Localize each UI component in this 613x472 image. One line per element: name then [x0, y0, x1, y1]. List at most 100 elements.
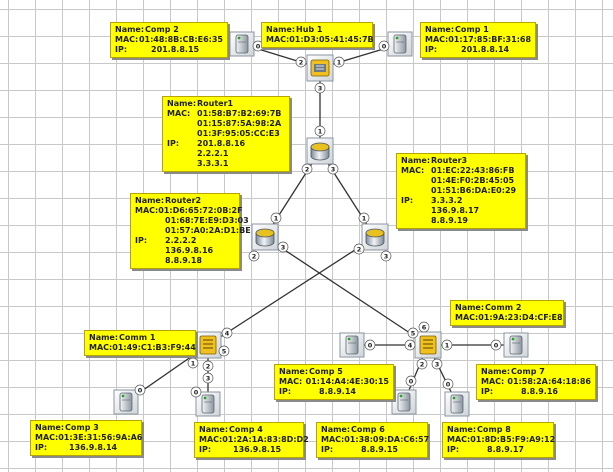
link-router3-comm1: [207, 236, 376, 346]
label-comm2: Name:Comm 2 MAC:01:9A:23:D4:CF:E8: [450, 300, 564, 326]
port-comm2-e: 2: [416, 358, 428, 370]
svg-text:1: 1: [445, 341, 450, 349]
port-comp8: 0: [442, 378, 454, 390]
port-comm2-a: 6: [418, 321, 430, 333]
switch-icon: [419, 335, 437, 355]
port-comp5: 0: [364, 339, 376, 351]
computer-icon: [397, 392, 411, 412]
svg-text:4: 4: [225, 329, 230, 337]
comp2-node[interactable]: [229, 31, 255, 57]
port-router1-c: 3: [327, 163, 339, 175]
svg-text:5: 5: [222, 347, 227, 355]
comp3-node[interactable]: [113, 389, 139, 415]
svg-text:1: 1: [274, 214, 279, 222]
port-comm1-e: 3: [202, 372, 214, 384]
svg-text:3: 3: [206, 374, 211, 382]
label-router2: Name:Router2 MAC:01:D6:65:72:0B:2F 01:68…: [130, 193, 251, 269]
router1-node[interactable]: [306, 137, 334, 165]
svg-text:0: 0: [409, 377, 414, 385]
svg-text:3: 3: [384, 252, 389, 260]
port-router2-b: 2: [248, 250, 260, 262]
router-icon: [365, 228, 385, 247]
hub-icon: [310, 59, 330, 77]
svg-text:0: 0: [194, 388, 199, 396]
port-comm1-a: 4: [221, 327, 233, 339]
port-router2-a: 1: [270, 212, 282, 224]
svg-text:3: 3: [331, 165, 336, 173]
svg-text:2: 2: [252, 252, 257, 260]
svg-text:3: 3: [435, 360, 440, 368]
port-hub1-c: 3: [314, 82, 326, 94]
label-comp3: Name:Comp 3 MAC:01:3E:31:56:9A:A6 IP:136…: [30, 420, 142, 456]
label-comp5: Name:Comp 5 MAC:01:14:A4:4E:30:15 IP:8.8…: [274, 364, 394, 400]
port-badges: 0 0 2 1 3 1 2 3 1 2 3 1 2 3 4 5 1 2 3 0 …: [134, 40, 502, 398]
svg-text:0: 0: [446, 380, 451, 388]
svg-text:1: 1: [191, 359, 196, 367]
port-hub1-b: 1: [333, 56, 345, 68]
comp1-node[interactable]: [387, 31, 413, 57]
link-router2-comm2: [264, 236, 429, 346]
port-router3-a: 1: [358, 212, 370, 224]
router-icon: [310, 142, 330, 161]
svg-text:0: 0: [368, 341, 373, 349]
svg-text:0: 0: [494, 341, 499, 349]
svg-text:0: 0: [138, 386, 143, 394]
computer-icon: [345, 335, 359, 355]
port-comp6: 0: [405, 375, 417, 387]
router2-node[interactable]: [251, 223, 279, 251]
svg-text:3: 3: [281, 243, 286, 251]
router3-node[interactable]: [361, 223, 389, 251]
label-router1: Name:Router1 MAC:01:58:B7:B2:69:7B 01:15…: [162, 96, 290, 172]
comm2-node[interactable]: [414, 331, 442, 359]
computer-icon: [450, 394, 464, 414]
port-comm2-b: 5: [407, 327, 419, 339]
port-comp1: 0: [378, 40, 390, 52]
svg-text:0: 0: [382, 42, 387, 50]
port-router3-c: 3: [380, 250, 392, 262]
port-comm2-f: 3: [431, 358, 443, 370]
comp4-node[interactable]: [195, 391, 221, 417]
label-comp4: Name:Comp 4 MAC:01:2A:1A:83:8D:D2 IP:136…: [194, 422, 309, 458]
port-router1-b: 2: [301, 163, 313, 175]
comp8-node[interactable]: [444, 391, 470, 417]
port-comp4: 0: [190, 386, 202, 398]
computer-icon: [235, 34, 249, 54]
comm1-node[interactable]: [194, 331, 222, 359]
svg-text:2: 2: [305, 165, 310, 173]
port-router2-c: 3: [277, 241, 289, 253]
svg-text:4: 4: [408, 341, 413, 349]
svg-text:0: 0: [256, 42, 261, 50]
label-comp1: Name:Comp 1 MAC:01:17:85:BF:31:68 IP:201…: [420, 22, 536, 58]
port-comp7: 0: [490, 339, 502, 351]
label-hub1: Name:Hub 1 MAC:01:D3:05:41:45:7B: [261, 22, 374, 48]
switch-icon: [199, 335, 217, 355]
comp7-node[interactable]: [503, 332, 529, 358]
label-router3: Name:Router3 MAC:01:EC:22:43:86:FB 01:4E…: [396, 153, 526, 229]
svg-text:3: 3: [318, 84, 323, 92]
computer-icon: [201, 394, 215, 414]
comp5-node[interactable]: [339, 332, 365, 358]
port-comm2-d: 1: [441, 339, 453, 351]
svg-text:2: 2: [420, 360, 425, 368]
hub1-node[interactable]: [306, 54, 334, 82]
svg-text:6: 6: [422, 323, 427, 331]
computer-icon: [509, 335, 523, 355]
port-router1-a: 1: [314, 125, 326, 137]
port-router3-b: 2: [353, 243, 365, 255]
port-comm1-b: 5: [218, 345, 230, 357]
svg-text:1: 1: [337, 58, 342, 66]
comp6-node[interactable]: [391, 389, 417, 415]
svg-text:1: 1: [318, 127, 323, 135]
computer-icon: [393, 34, 407, 54]
label-comm1: Name:Comm 1 MAC:01:49:C1:B3:F9:44: [84, 330, 196, 356]
port-comm2-c: 4: [404, 339, 416, 351]
svg-text:5: 5: [411, 329, 416, 337]
label-comp6: Name:Comp 6 MAC:01:38:09:DA:C6:57 IP:8.8…: [316, 422, 429, 458]
port-comp3: 0: [134, 384, 146, 396]
label-comp2: Name:Comp 2 MAC:01:48:8B:CB:E6:35 IP:201…: [110, 22, 228, 58]
label-comp8: Name:Comp 8 MAC:01:8D:B5:F9:A9:12 IP:8.8…: [442, 422, 555, 458]
router-icon: [255, 228, 275, 247]
computer-icon: [119, 392, 133, 412]
svg-text:1: 1: [362, 214, 367, 222]
